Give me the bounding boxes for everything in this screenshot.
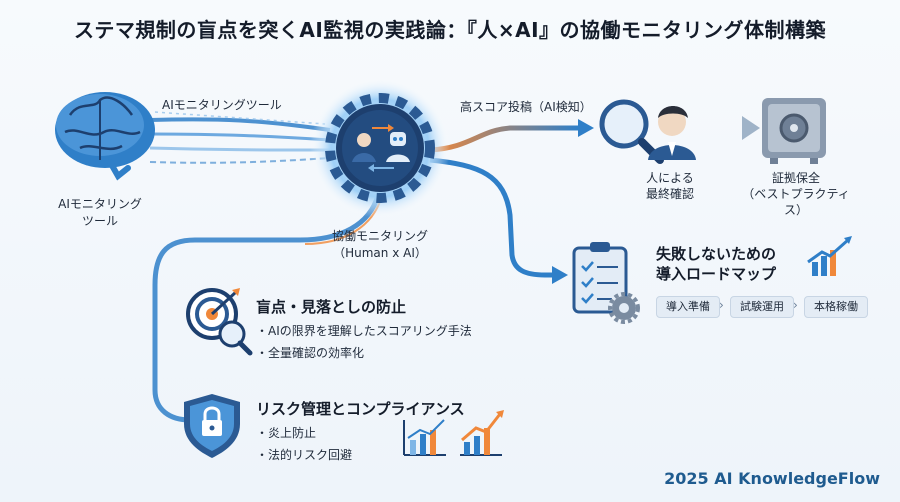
roadmap-flow <box>429 157 568 284</box>
gear-human-robot-icon <box>310 78 450 218</box>
list-item: 法的リスク回避 <box>256 446 352 463</box>
roadmap-step: 本格稼働 <box>804 296 868 318</box>
upper-flow <box>429 119 594 153</box>
high-score-label: 高スコア投稿（AI検知） <box>460 100 592 114</box>
evidence-label: 証拠保全 （ベストプラクティス） <box>742 171 850 217</box>
person-icon <box>648 106 696 160</box>
risk-heading: リスク管理とコンプライアンス <box>256 400 465 418</box>
source-label: AIモニタリング ツール <box>58 197 142 228</box>
magnifier-icon <box>599 99 664 164</box>
safe-icon <box>762 98 826 164</box>
roadmap-step: 試験運用 <box>730 296 794 318</box>
growth-chart-icon <box>460 410 504 456</box>
risk-list: 炎上防止 法的リスク回避 <box>256 424 352 468</box>
blind-spot-list: AIの限界を理解したスコアリング手法 全量確認の効率化 <box>256 322 472 366</box>
stream-label: AIモニタリングツール <box>162 98 282 112</box>
list-item: 全量確認の効率化 <box>256 344 472 361</box>
brain-icon <box>55 92 155 181</box>
roadmap-heading: 失敗しないための 導入ロードマップ <box>656 245 777 283</box>
hub-label: 協働モニタリング （Human x AI） <box>331 229 428 260</box>
evidence-arrow <box>700 116 760 140</box>
human-check-label: 人による 最終確認 <box>645 171 694 201</box>
bar-chart-icon <box>807 236 852 276</box>
list-item: AIの限界を理解したスコアリング手法 <box>256 322 472 339</box>
step-arrow-icon: › <box>719 298 724 312</box>
roadmap-step: 導入準備 <box>656 296 720 318</box>
trend-chart-icon <box>403 419 446 456</box>
clipboard-checklist-icon <box>572 242 640 324</box>
brand-label: 2025 AI KnowledgeFlow <box>664 469 880 488</box>
data-stream <box>149 111 331 164</box>
list-item: 炎上防止 <box>256 424 352 441</box>
target-icon <box>186 288 253 356</box>
blind-spot-heading: 盲点・見落としの防止 <box>256 298 407 316</box>
step-arrow-icon: › <box>793 298 798 312</box>
page-title: ステマ規制の盲点を突くAI監視の実践論：『人×AI』の協働モニタリング体制構築 <box>73 18 827 42</box>
shield-lock-icon <box>184 394 240 458</box>
